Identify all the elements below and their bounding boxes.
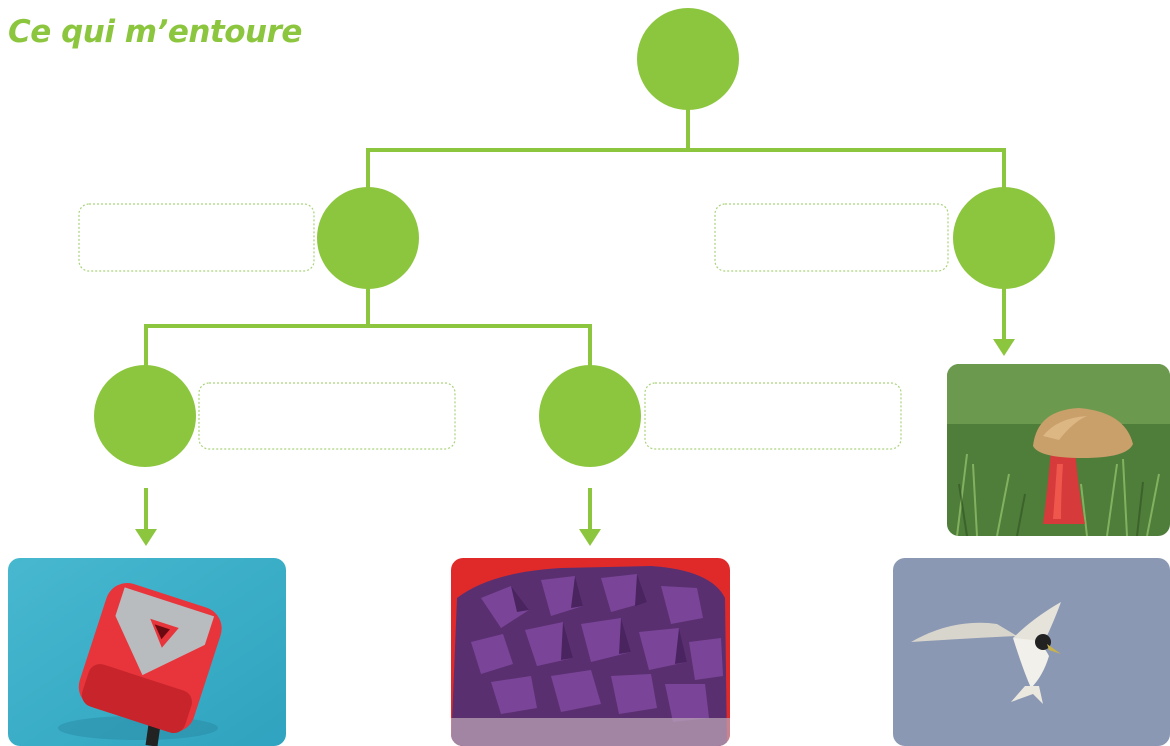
node-right [953, 187, 1055, 289]
arrows [135, 288, 1015, 546]
mushroom-photo [947, 364, 1170, 536]
answer-box-left-left[interactable] [198, 382, 456, 450]
stapler-photo [8, 558, 286, 746]
page-title: Ce qui m’entoure [8, 14, 302, 50]
arrow-left-left-node [135, 488, 157, 546]
node-root [637, 8, 739, 110]
answer-box-right[interactable] [714, 203, 949, 272]
node-left [317, 187, 419, 289]
tree-nodes [94, 8, 1055, 467]
arrow-left-right-node [579, 488, 601, 546]
answer-boxes [78, 203, 949, 450]
connector-lines [144, 108, 1006, 366]
answer-box-left[interactable] [78, 203, 315, 272]
node-left-right [539, 365, 641, 467]
node-left-left [94, 365, 196, 467]
amethyst-photo [451, 558, 730, 746]
bird-photo [893, 558, 1170, 746]
answer-box-left-right[interactable] [644, 382, 902, 450]
arrow-right-node [993, 288, 1015, 356]
